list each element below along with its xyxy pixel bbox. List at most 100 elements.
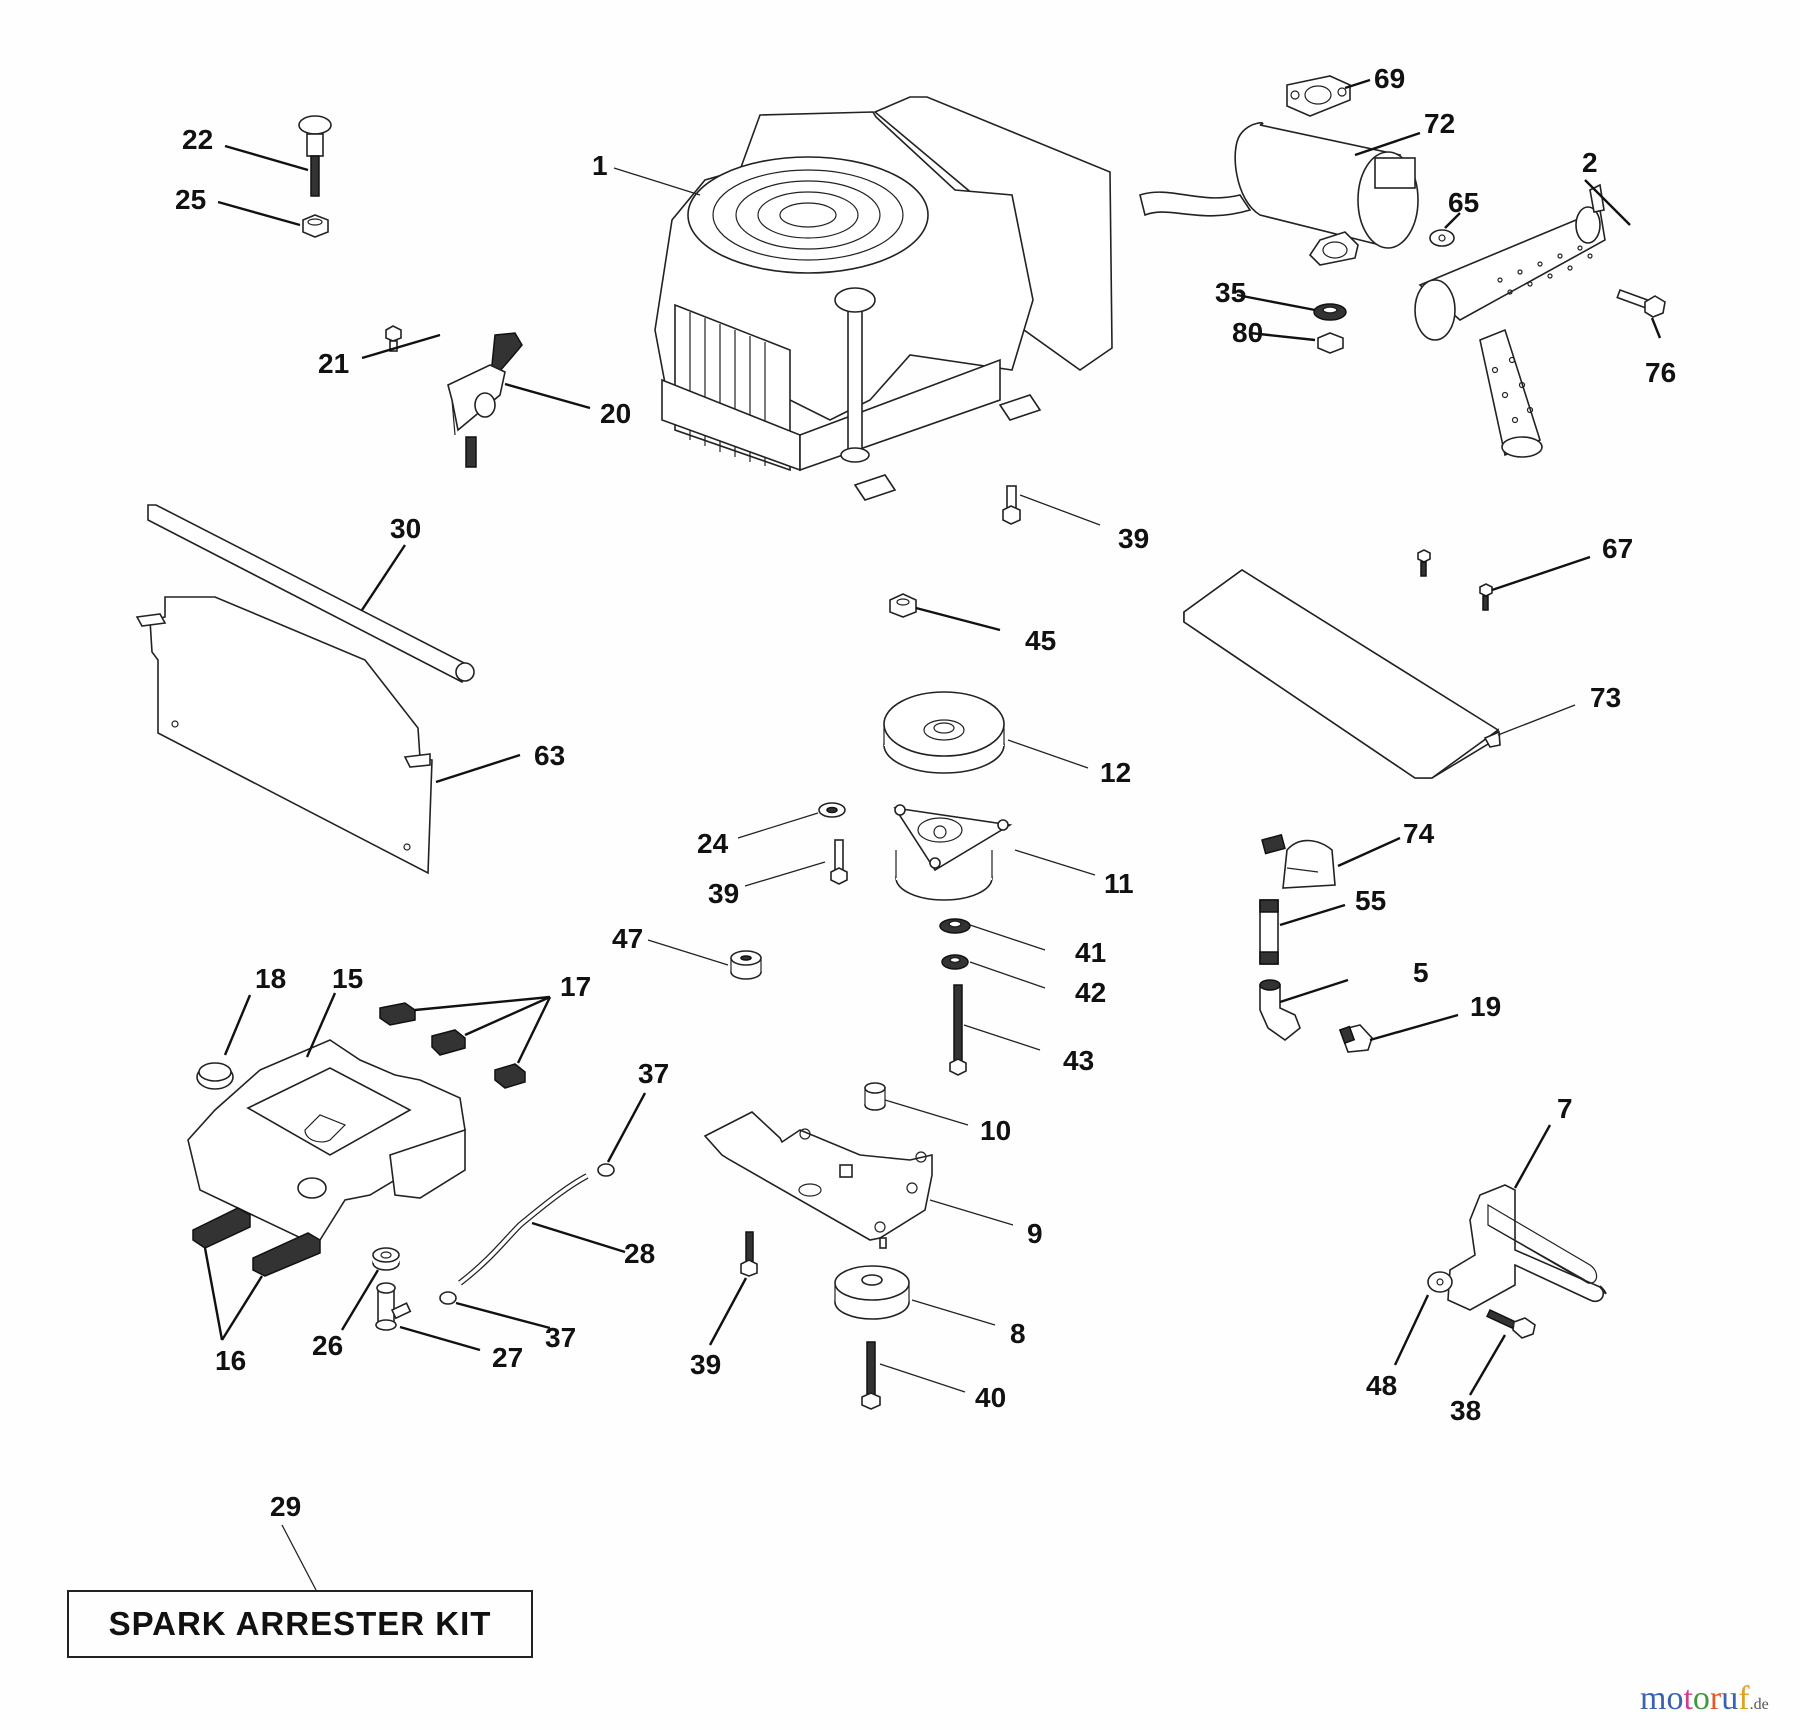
callout-17: 17 (560, 971, 591, 1002)
watermark-letters: motoruf (1640, 1680, 1750, 1717)
callout-24: 24 (697, 828, 729, 859)
part-7-bracket (1447, 1184, 1607, 1311)
callout-9: 9 (1027, 1218, 1043, 1249)
callout-39-a: 39 (1118, 523, 1149, 554)
spark-arrester-kit-box: SPARK ARRESTER KIT (67, 1590, 533, 1658)
part-8-pulley (834, 1265, 910, 1320)
part-55-nipple (1259, 899, 1279, 965)
callout-48: 48 (1366, 1370, 1397, 1401)
part-16-pads (192, 1207, 321, 1277)
watermark-suffix: .de (1749, 1696, 1769, 1713)
callout-20: 20 (600, 398, 631, 429)
callout-30: 30 (390, 513, 421, 544)
motoruf-watermark: motoruf.de (1640, 1680, 1769, 1718)
part-11-clutch (893, 804, 1013, 901)
callout-12: 12 (1100, 757, 1131, 788)
watermark-letter: o (1692, 1680, 1710, 1717)
part-43-bolt (949, 984, 967, 1076)
callout-37-a: 37 (638, 1058, 669, 1089)
callout-39-b: 39 (708, 878, 739, 909)
callout-37-b: 37 (545, 1322, 576, 1353)
part-30-rod (147, 504, 475, 684)
callout-43: 43 (1063, 1045, 1094, 1076)
part-28-fuel-line (458, 1173, 589, 1286)
callout-67: 67 (1602, 533, 1633, 564)
callout-63: 63 (534, 740, 565, 771)
callout-47: 47 (612, 923, 643, 954)
part-38-screw (1486, 1309, 1536, 1339)
part-18-cap (196, 1062, 234, 1090)
part-15-fuel-tank (187, 1039, 466, 1241)
watermark-letter: f (1738, 1680, 1750, 1717)
part-1-engine (654, 96, 1113, 501)
callout-73: 73 (1590, 682, 1621, 713)
watermark-letter: o (1666, 1680, 1684, 1717)
callout-38: 38 (1450, 1395, 1481, 1426)
callout-1: 1 (592, 150, 608, 181)
watermark-letter: t (1683, 1680, 1693, 1717)
part-39-bolt-a (1002, 485, 1021, 525)
callout-21: 21 (318, 348, 349, 379)
part-17-pads (379, 1002, 526, 1089)
part-12-pulley (883, 691, 1005, 774)
part-45-nut (889, 593, 917, 618)
callout-55: 55 (1355, 885, 1386, 916)
callout-41: 41 (1075, 937, 1106, 968)
part-22-knob (298, 115, 332, 197)
part-80-nut (1317, 332, 1344, 354)
part-25-nut (302, 214, 329, 238)
part-24-washer (818, 802, 846, 818)
part-39-bolt-c (740, 1231, 758, 1277)
callout-11: 11 (1104, 868, 1134, 899)
callout-39-c: 39 (690, 1349, 721, 1380)
callout-18: 18 (255, 963, 286, 994)
callout-45: 45 (1025, 625, 1056, 656)
part-69-gasket (1286, 75, 1351, 117)
callout-76: 76 (1645, 357, 1676, 388)
callout-65: 65 (1448, 187, 1479, 218)
callout-80: 80 (1232, 317, 1263, 348)
part-67-screws (1417, 549, 1493, 611)
part-39-bolt-b (830, 839, 848, 885)
callout-22: 22 (182, 124, 213, 155)
part-20-choke-lever (447, 332, 523, 468)
part-2-spark-arrester (1414, 183, 1606, 458)
callout-16: 16 (215, 1345, 246, 1376)
part-47-spacer (730, 950, 762, 980)
callout-27: 27 (492, 1342, 523, 1373)
part-63-panel (135, 596, 433, 875)
callout-2: 2 (1582, 147, 1598, 178)
part-76-bolt (1616, 288, 1666, 318)
watermark-letter: u (1721, 1680, 1739, 1717)
part-35-washer (1313, 303, 1347, 321)
part-10-spacer (864, 1082, 886, 1111)
callout-69: 69 (1374, 63, 1405, 94)
part-27-valve (375, 1282, 412, 1331)
callout-35: 35 (1215, 277, 1246, 308)
callout-74: 74 (1403, 818, 1435, 849)
callout-8: 8 (1010, 1318, 1026, 1349)
callout-10: 10 (980, 1115, 1011, 1146)
part-19-plug (1338, 1024, 1373, 1053)
watermark-letter: m (1640, 1680, 1667, 1717)
part-9-plate (703, 1111, 933, 1249)
callout-7: 7 (1557, 1093, 1573, 1124)
part-42-lockwasher (941, 954, 969, 970)
watermark-letter: r (1709, 1680, 1722, 1717)
callout-40: 40 (975, 1382, 1006, 1413)
callout-42: 42 (1075, 977, 1106, 1008)
part-41-washer (939, 918, 971, 934)
callout-29: 29 (270, 1491, 301, 1522)
callout-72: 72 (1424, 108, 1455, 139)
part-21-bolt (385, 325, 402, 352)
callout-25: 25 (175, 184, 206, 215)
part-5-elbow-fitting (1259, 979, 1301, 1042)
part-37-clamps (439, 1163, 615, 1305)
part-40-bolt (861, 1341, 881, 1410)
callout-5: 5 (1413, 957, 1429, 988)
part-72-muffler (1139, 122, 1419, 266)
part-74-elbow (1261, 833, 1336, 889)
callout-15: 15 (332, 963, 363, 994)
callout-19: 19 (1470, 991, 1501, 1022)
